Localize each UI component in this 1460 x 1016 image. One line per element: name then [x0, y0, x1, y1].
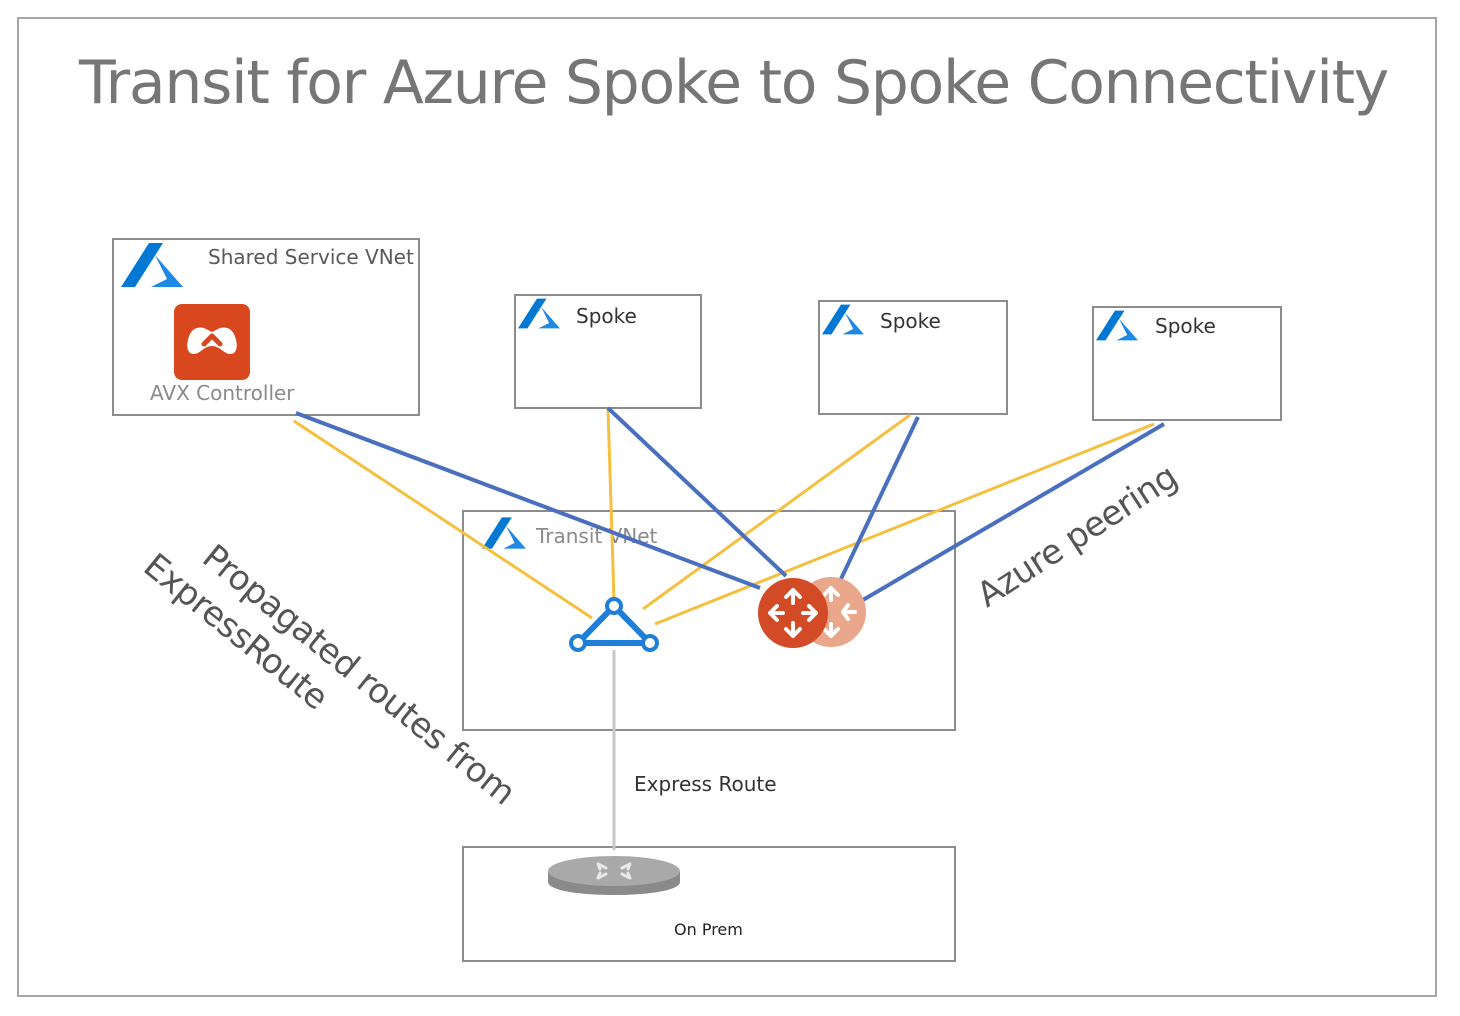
vnet-gateway-icon — [569, 597, 659, 652]
page-title: Transit for Azure Spoke to Spoke Connect… — [79, 48, 1389, 118]
avx-controller-label: AVX Controller — [150, 381, 295, 405]
azure-logo-icon — [482, 517, 526, 549]
orange-link-shared — [293, 419, 593, 620]
orange-link-spoke-2 — [642, 413, 911, 611]
onprem-router-icon — [548, 856, 680, 895]
spoke-label-1: Spoke — [576, 304, 637, 328]
transit-vnet-box — [462, 510, 956, 731]
azure-logo-icon — [121, 243, 183, 287]
orange-link-spoke-1 — [606, 408, 616, 601]
azure-logo-icon — [518, 298, 560, 329]
spoke-box-3 — [1092, 306, 1282, 421]
azure-logo-icon — [1096, 310, 1138, 341]
on-prem-label: On Prem — [674, 920, 743, 939]
blue-link-spoke-2 — [838, 416, 920, 582]
blue-link-shared — [295, 411, 761, 590]
orange-link-spoke-3 — [654, 422, 1155, 626]
slide-frame — [17, 17, 1437, 997]
on-prem-box — [462, 846, 956, 962]
spoke-label-3: Spoke — [1155, 314, 1216, 338]
express-route-label: Express Route — [634, 772, 777, 796]
spoke-box-2 — [818, 300, 1008, 415]
router-icon — [758, 578, 828, 648]
blue-link-spoke-1 — [606, 406, 788, 578]
shared-service-vnet-label: Shared Service VNet — [208, 245, 414, 269]
spoke-label-2: Spoke — [880, 309, 941, 333]
blue-link-spoke-3 — [854, 422, 1166, 606]
shared-service-vnet-box — [112, 238, 420, 416]
aviatrix-controller-icon — [174, 304, 250, 380]
azure-logo-icon — [822, 304, 864, 335]
